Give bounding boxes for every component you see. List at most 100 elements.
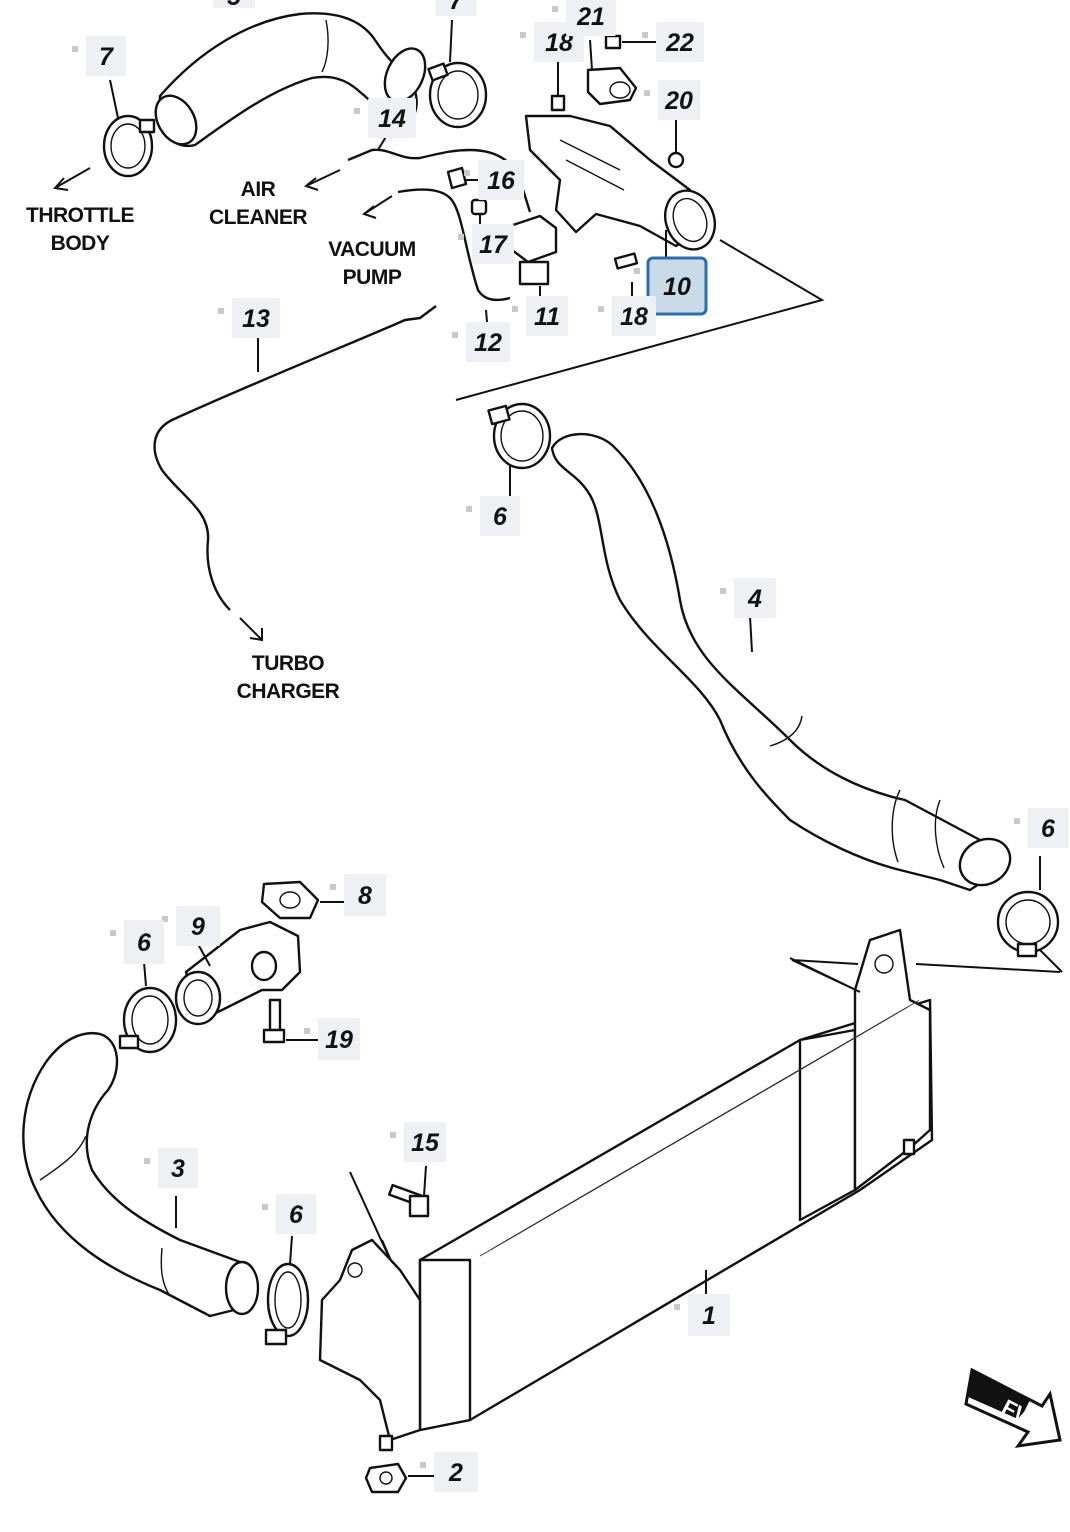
label-marker	[512, 306, 518, 312]
label-box[interactable]	[480, 496, 520, 536]
hose-5	[154, 12, 427, 148]
dest-air-cleaner-line-2: CLEANER	[209, 206, 307, 229]
label-6-left[interactable]: 6	[110, 920, 164, 964]
label-6-right[interactable]: 6	[1014, 808, 1068, 848]
label-box[interactable]	[86, 36, 126, 76]
hose-4	[550, 432, 1012, 892]
label-marker	[162, 916, 168, 922]
label-box[interactable]	[404, 1122, 446, 1162]
label-11[interactable]: 11	[512, 296, 568, 336]
label-box[interactable]	[344, 874, 386, 916]
label-12[interactable]: 12	[452, 322, 510, 362]
label-box[interactable]	[368, 98, 416, 138]
label-box[interactable]	[276, 1194, 316, 1234]
label-box[interactable]	[566, 0, 616, 36]
gasket-8	[260, 880, 344, 920]
label-6-upper[interactable]: 6	[466, 496, 520, 536]
label-number: 21	[576, 3, 605, 31]
bolt-18-top	[550, 60, 566, 112]
label-box[interactable]	[1028, 808, 1068, 848]
label-box[interactable]	[434, 1452, 478, 1492]
label-9[interactable]: 9	[162, 906, 220, 946]
label-number: 3	[171, 1155, 185, 1183]
label-box[interactable]	[688, 1294, 730, 1336]
label-4[interactable]: 4	[720, 578, 776, 618]
label-number: 14	[378, 105, 406, 133]
label-7-left[interactable]: 7	[72, 36, 126, 76]
nut-20	[667, 116, 685, 169]
tube-13	[153, 305, 437, 642]
label-marker	[598, 306, 604, 312]
label-6-lower[interactable]: 6	[262, 1194, 316, 1234]
cap-2	[364, 1462, 436, 1494]
label-box[interactable]	[526, 296, 568, 336]
label-box[interactable]	[232, 298, 280, 338]
label-box[interactable]	[646, 256, 708, 316]
label-7-top-right[interactable]: 7	[422, 0, 476, 16]
air-pipe-10	[455, 114, 825, 401]
label-marker	[144, 1158, 150, 1164]
label-marker	[330, 884, 336, 890]
label-3[interactable]: 3	[144, 1148, 198, 1188]
label-21[interactable]: 21	[552, 0, 616, 36]
label-marker	[644, 90, 650, 96]
label-number: 22	[665, 29, 694, 57]
label-number: 18	[620, 303, 648, 331]
label-number: 12	[474, 329, 502, 357]
label-marker	[110, 930, 116, 936]
label-17[interactable]: 17	[458, 224, 514, 264]
label-number: 6	[137, 929, 152, 957]
clamp-6-right	[996, 856, 1060, 958]
label-box[interactable]	[656, 22, 704, 62]
label-box[interactable]	[158, 1148, 198, 1188]
label-marker	[1014, 818, 1020, 824]
label-10[interactable]: 10	[634, 256, 708, 316]
dest-turbo-charger-line-1: TURBO	[252, 652, 324, 675]
label-box[interactable]	[478, 160, 524, 200]
label-2[interactable]: 2	[420, 1452, 478, 1492]
label-number: 4	[747, 585, 762, 613]
destination-throttle-body: THROTTLE BODY	[26, 204, 135, 255]
label-number: 13	[242, 305, 270, 333]
label-number: 8	[358, 882, 372, 910]
label-22[interactable]: 22	[642, 22, 704, 62]
label-box[interactable]	[612, 296, 656, 336]
label-14[interactable]: 14	[354, 98, 416, 138]
label-marker	[390, 1132, 396, 1138]
clamp-7-top-right	[427, 19, 488, 129]
label-15[interactable]: 15	[390, 1122, 446, 1162]
label-18-bottom[interactable]: 18	[598, 296, 656, 336]
label-16[interactable]: 16	[464, 160, 524, 200]
hose-3	[22, 1031, 260, 1318]
label-marker	[262, 1204, 268, 1210]
label-number: 19	[325, 1026, 353, 1054]
label-20[interactable]: 20	[644, 80, 700, 120]
label-number: 15	[411, 1129, 440, 1157]
label-5-top[interactable]: 5	[199, 0, 255, 11]
clamp-6-upper	[487, 402, 552, 500]
label-1[interactable]: 1	[674, 1294, 730, 1336]
label-19[interactable]: 19	[304, 1018, 360, 1060]
label-number: 7	[99, 43, 114, 71]
sensor-21	[586, 39, 638, 106]
label-marker	[720, 588, 726, 594]
label-marker	[452, 332, 458, 338]
label-marker	[458, 234, 464, 240]
label-box[interactable]	[734, 578, 776, 618]
label-8[interactable]: 8	[330, 874, 386, 916]
label-box[interactable]	[436, 0, 476, 16]
label-box[interactable]	[124, 920, 164, 964]
label-box[interactable]	[658, 80, 700, 120]
label-box[interactable]	[318, 1018, 360, 1060]
label-box[interactable]	[176, 906, 220, 946]
label-box[interactable]	[213, 0, 255, 8]
dest-air-cleaner-line-1: AIR	[241, 178, 276, 201]
destination-vacuum-pump: VACUUM PUMP	[328, 238, 416, 289]
clamp-6-left	[118, 961, 178, 1054]
label-box[interactable]	[466, 322, 510, 362]
hose-12	[361, 188, 511, 335]
label-box[interactable]	[472, 224, 514, 264]
label-13[interactable]: 13	[218, 298, 280, 338]
